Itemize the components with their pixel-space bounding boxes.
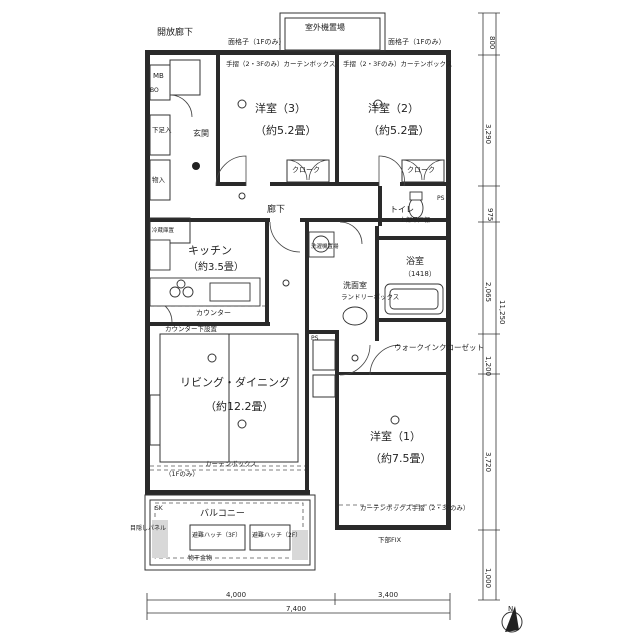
fridge-label: 冷蔵庫置 (152, 226, 175, 234)
labels: 開放廊下 室外機置場 面格子（1Fのみ） 面格子（1Fのみ） 手摺（2・3Fのみ… (130, 22, 484, 562)
bath-fixtures (308, 191, 444, 326)
floor-1f-only-label: （1Fのみ） (165, 470, 199, 478)
washroom-label: 洗面室 (343, 280, 367, 290)
shoe-closet-label: 下足入 (152, 126, 172, 134)
lower-fix-label: 下部FIX (378, 535, 402, 544)
clothes-hardware-label: 物干金物 (188, 554, 212, 562)
mb-label: MB (153, 72, 164, 80)
sk-label: SK (155, 505, 164, 512)
living-size: （約12.2畳） (205, 399, 274, 413)
closets (286, 159, 445, 183)
curtain-box-right-label: 手摺（2・3Fのみ）カーテンボックス (343, 59, 452, 68)
living-name: リビング・ダイニング (180, 375, 290, 389)
kitchen-size: （約3.5畳） (188, 260, 244, 273)
counter-under-label: カウンター下設置 (165, 324, 218, 333)
ceiling-markers (192, 99, 400, 429)
north-label: N (508, 605, 513, 613)
wash-machine-label: 洗濯機置場 (311, 242, 339, 250)
kitchen-fixtures (149, 239, 261, 307)
ps-toilet-label: PS (437, 195, 445, 202)
dim-right-1: 800 (488, 36, 496, 49)
counter-label: カウンター (196, 308, 231, 317)
western2-name: 洋室（2） (368, 101, 419, 115)
western3-name: 洋室（3） (255, 101, 306, 115)
western3-size: （約5.2畳） (255, 123, 317, 137)
corridor-label: 廊下 (267, 203, 285, 215)
dim-right-6: 3,720 (484, 452, 492, 472)
dim-right-5: 1,200 (484, 356, 492, 376)
dim-right-2: 3,290 (484, 124, 492, 144)
sun-shade-label: 目隠しパネル (130, 524, 166, 532)
walls (145, 12, 451, 530)
wic-label: ウォークインクローゼット (394, 342, 484, 352)
dim-bottom-total: 7,400 (286, 605, 306, 613)
storage-label: 物入 (152, 175, 166, 184)
curtain-box-living-label: カーテンボックス (205, 460, 257, 468)
evac-hatch-3f-label: 避難ハッチ（3F） (192, 531, 241, 539)
dim-right-4: 2,065 (484, 282, 492, 302)
ps-wash-label: PS (311, 335, 319, 342)
right-dimensions: 800 3,290 975 2,065 1,200 3,720 1,000 11… (484, 36, 506, 588)
western1-size: （約7.5畳） (370, 451, 432, 465)
closet-w2-label: クローク (407, 166, 435, 174)
laundry-box-label: ランドリーボックス (341, 293, 399, 301)
dim-right-3: 975 (486, 208, 494, 221)
doors (149, 94, 405, 376)
open-corridor-label: 開放廊下 (157, 26, 193, 38)
balcony-area (144, 494, 316, 571)
living-storage (149, 339, 336, 446)
bath-name: 浴室 (406, 255, 424, 267)
entrance-label: 玄関 (193, 128, 209, 138)
western1-name: 洋室（1） (370, 429, 421, 443)
dim-right-7: 1,000 (484, 568, 492, 588)
right-dimension-line (478, 12, 500, 601)
western2-size: （約5.2畳） (368, 123, 430, 137)
kitchen-name: キッチン (188, 244, 232, 257)
balcony-label: バルコニー (200, 508, 245, 519)
bottom-dimensions: 4,000 3,400 7,400 N (226, 591, 513, 613)
dim-bottom-1: 4,000 (226, 591, 246, 599)
toilet-note: 上部吊戸棚 (400, 216, 430, 224)
curtain-box-w1-label: カーテンボックス手摺（2・3Fのみ） (360, 503, 469, 512)
dim-bottom-2: 3,400 (378, 591, 398, 599)
curtain-box-left-label: 手摺（2・3Fのみ）カーテンボックス (226, 59, 335, 68)
living-floor-lines (159, 333, 299, 463)
dim-right-total: 11,250 (498, 300, 506, 325)
evac-hatch-2f-label: 避難ハッチ（2F） (252, 531, 301, 539)
bath-size: （1418） (404, 270, 436, 278)
toilet-label: トイレ (390, 205, 414, 214)
outdoor-unit-label: 室外機置場 (305, 22, 345, 32)
lattice-right-label: 面格子（1Fのみ） (388, 37, 445, 46)
bo-label: BO (150, 87, 159, 94)
north-arrow (501, 606, 523, 633)
closet-w3-label: クローク (292, 166, 320, 174)
bottom-dimension-line (146, 593, 451, 620)
lattice-left-label: 面格子（1Fのみ） (228, 37, 285, 46)
